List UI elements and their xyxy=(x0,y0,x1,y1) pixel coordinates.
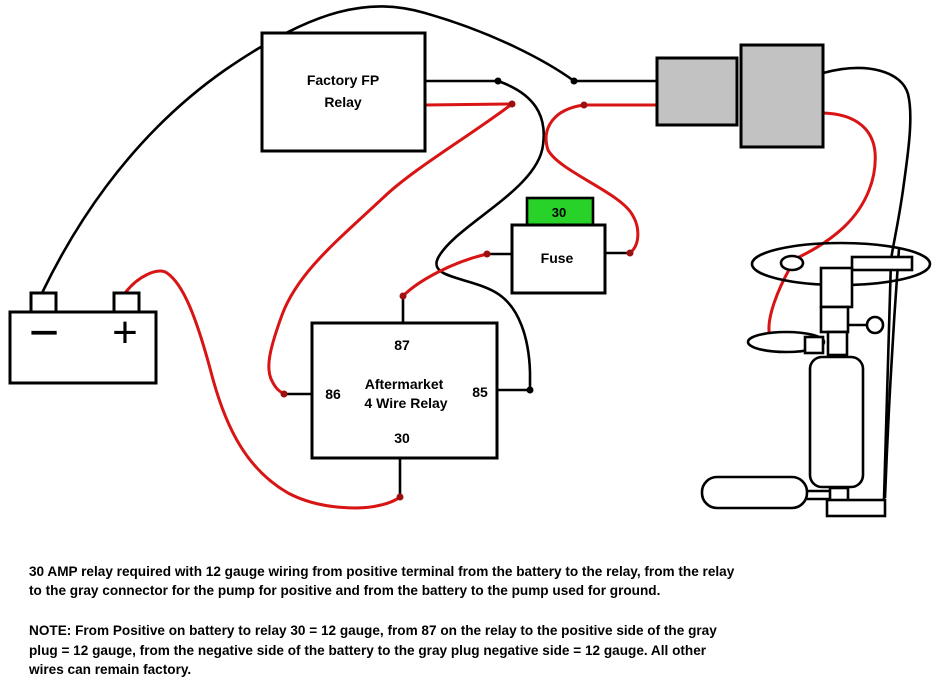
junction-terminal-30 xyxy=(396,493,404,501)
relay-terminal-85-label: 85 xyxy=(472,384,488,400)
battery-negative-symbol: − xyxy=(29,304,59,362)
gray-connector-small xyxy=(655,56,739,127)
junction-fuse-left xyxy=(483,250,491,258)
factory-relay-label-line2: Relay xyxy=(324,94,362,110)
pump-mid-body xyxy=(819,305,850,334)
wire-gray-connector-to-pump-ground xyxy=(822,66,912,500)
junction-fuse-right xyxy=(626,249,634,257)
gray-connector-large xyxy=(739,43,825,149)
fuse-label: Fuse xyxy=(541,250,574,266)
pump-side-port xyxy=(865,315,885,335)
wire-terminal-87-to-fuse xyxy=(401,252,488,298)
wire-battery-negative-to-gray-connector xyxy=(40,5,657,294)
relay-label-line2: 4 Wire Relay xyxy=(364,395,447,411)
notes-block: 30 AMP relay required with 12 gauge wiri… xyxy=(29,562,929,679)
relay-terminal-87-label: 87 xyxy=(394,337,410,353)
pump-neck xyxy=(826,330,849,357)
junction-red-to-connector xyxy=(580,101,588,109)
wire-factory-relay-to-terminal-85 xyxy=(435,79,546,389)
junction-ground-join xyxy=(570,77,578,85)
pump-motor-body xyxy=(808,355,865,489)
fuel-float xyxy=(700,475,809,510)
junction-black-wire-split xyxy=(494,77,502,85)
wire-fuse-to-gray-connector xyxy=(544,103,657,255)
pump-upper-body xyxy=(819,266,854,309)
junction-terminal-87 xyxy=(399,292,407,300)
junction-terminal-86 xyxy=(280,390,288,398)
relay-terminal-86-label: 86 xyxy=(325,386,341,402)
note-paragraph-requirements: 30 AMP relay required with 12 gauge wiri… xyxy=(29,564,735,599)
pump-hanger-bracket xyxy=(883,248,901,499)
pump-wire-grommet xyxy=(779,254,805,272)
relay-terminal-30-label: 30 xyxy=(394,430,410,446)
junction-red-wire-split xyxy=(508,100,516,108)
note-paragraph-gauge-note: NOTE: From Positive on battery to relay … xyxy=(29,623,717,677)
wire-battery-positive-to-terminal-30 xyxy=(123,269,401,510)
fuel-pump-assembly xyxy=(700,241,932,518)
junction-terminal-85 xyxy=(526,386,534,394)
fuse-box xyxy=(510,223,607,295)
relay-label-line1: Aftermarket xyxy=(365,376,444,392)
junction-dots xyxy=(280,77,634,501)
pump-terminal-block xyxy=(803,335,825,355)
fuse-rating-label: 30 xyxy=(552,205,566,220)
aftermarket-relay-box xyxy=(310,321,499,460)
wire-factory-relay-red-output xyxy=(424,102,513,107)
battery-positive-symbol: + xyxy=(112,308,138,357)
pump-outlet-tube xyxy=(850,255,914,272)
battery-box xyxy=(8,310,158,385)
factory-relay-label-line1: Factory FP xyxy=(307,72,379,88)
factory-relay-box xyxy=(260,31,427,153)
pump-base-plate xyxy=(825,498,887,518)
wire-factory-relay-to-terminal-86 xyxy=(267,102,513,396)
